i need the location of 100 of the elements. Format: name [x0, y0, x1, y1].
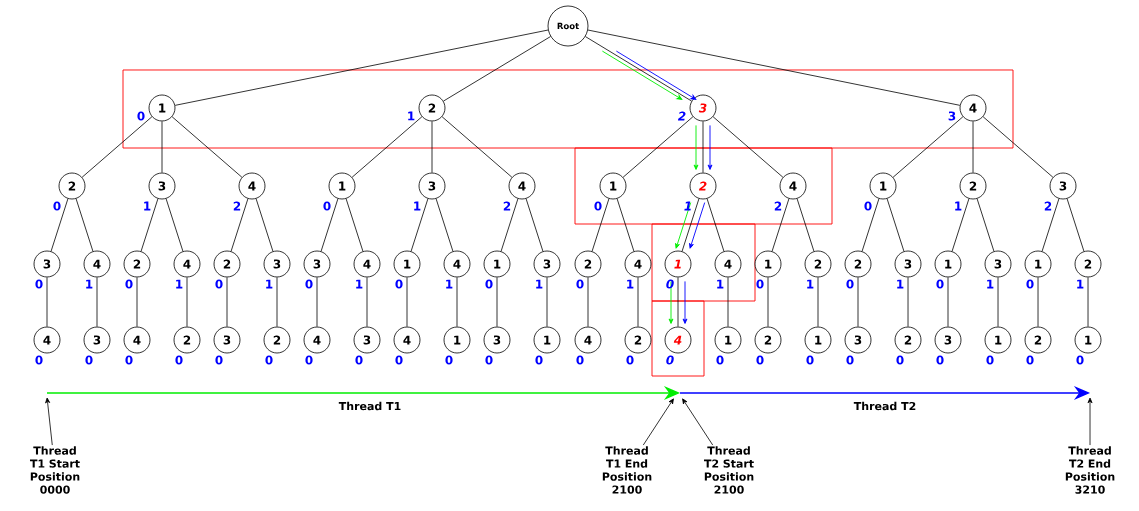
index-label: 0 — [215, 355, 223, 365]
index-label: 1 — [1077, 279, 1084, 289]
tree-node: 2 — [624, 326, 652, 354]
index-label: 0 — [125, 279, 133, 289]
tree-edge — [976, 198, 995, 252]
tree-edge — [320, 198, 339, 252]
tree-node: 4 — [238, 172, 266, 200]
tree-edge — [136, 277, 138, 327]
tree-edge — [226, 277, 228, 327]
tree-edge — [587, 29, 961, 106]
tree-edge — [706, 198, 725, 252]
tree-node: 3 — [533, 250, 561, 278]
tree-node: 1 — [328, 172, 356, 200]
index-label: 0 — [485, 279, 493, 289]
tree-edge — [702, 121, 704, 173]
tree-edge — [46, 277, 48, 327]
index-label: 1 — [176, 279, 183, 289]
index-label: 0 — [445, 355, 453, 365]
tree-node: 4 — [173, 250, 201, 278]
index-label: 1 — [408, 111, 415, 121]
tree-node: 1 — [393, 250, 421, 278]
tree-node: 1 — [148, 94, 176, 122]
index-label: 1 — [414, 201, 421, 211]
index-label: 0 — [1026, 279, 1034, 289]
tree-node: 2 — [263, 326, 291, 354]
index-label: 0 — [846, 279, 854, 289]
tree-node: 1 — [1074, 326, 1102, 354]
tree-edge — [96, 277, 98, 327]
arrow — [689, 202, 706, 249]
index-label: 0 — [395, 355, 403, 365]
index-label: 0 — [215, 279, 223, 289]
tree-edge — [431, 121, 433, 173]
tree-edge — [81, 116, 153, 178]
thread-label: Thread T1 — [338, 401, 401, 411]
tree-edge — [947, 277, 949, 327]
index-label: 0 — [175, 355, 183, 365]
tree-node: 4 — [508, 172, 536, 200]
tree-node: 2 — [959, 172, 987, 200]
tree-edge — [857, 277, 859, 327]
tree-node: 3 — [894, 250, 922, 278]
tree-edge — [50, 198, 69, 252]
index-label: 0 — [85, 355, 93, 365]
tree-node: 4 — [624, 250, 652, 278]
tree-node: 2 — [418, 94, 446, 122]
arrow — [615, 50, 697, 100]
tree-edge — [1041, 198, 1060, 252]
pointer-arrow — [1087, 397, 1093, 446]
index-label: 2 — [677, 111, 686, 121]
tree-node: 4 — [123, 326, 151, 354]
index-label: 0 — [594, 201, 602, 211]
index-label: 2 — [233, 201, 241, 211]
tree-node: 3 — [934, 326, 962, 354]
tree-edge — [351, 116, 423, 178]
tree-edge — [186, 277, 188, 327]
index-label: 0 — [1076, 355, 1084, 365]
tree-edge — [591, 198, 610, 252]
tree-edge — [435, 198, 454, 252]
tree-edge — [140, 198, 159, 252]
tree-node: 2 — [58, 172, 86, 200]
tree-node: 1 — [599, 172, 627, 200]
index-label: 0 — [305, 279, 313, 289]
arrow — [682, 280, 688, 324]
index-label: 1 — [955, 201, 962, 211]
tree-edge — [892, 116, 964, 178]
tree-edge — [861, 198, 880, 252]
index-label: 0 — [395, 279, 403, 289]
arrow — [675, 202, 692, 249]
index-label: 0 — [1026, 355, 1034, 365]
pointer-arrow — [642, 398, 674, 446]
index-label: 0 — [355, 355, 363, 365]
tree-node: 4 — [443, 250, 471, 278]
index-label: 0 — [265, 355, 273, 365]
index-label: 0 — [666, 355, 674, 365]
tree-edge — [174, 29, 549, 106]
tree-edge — [276, 277, 278, 327]
tree-node: 3 — [148, 172, 176, 200]
tree-edge — [1037, 277, 1039, 327]
tree-edge — [366, 277, 368, 327]
index-label: 0 — [323, 201, 331, 211]
index-label: 0 — [716, 355, 724, 365]
tree-edge — [230, 198, 249, 252]
tree-node: 4 — [393, 326, 421, 354]
index-label: 1 — [266, 279, 273, 289]
tree-edge — [972, 121, 974, 173]
tree-edge — [456, 277, 458, 327]
thread-label: Thread T2 — [853, 401, 916, 411]
tree-node: 4 — [664, 326, 692, 354]
index-label: 0 — [576, 279, 584, 289]
tree-node: 2 — [1074, 250, 1102, 278]
tree-node: 1 — [714, 326, 742, 354]
tree-node: 3 — [303, 250, 331, 278]
tree-node: 2 — [844, 250, 872, 278]
tree-node: 1 — [754, 250, 782, 278]
tree-edge — [500, 198, 519, 252]
index-label: 1 — [807, 279, 814, 289]
tree-node: 2 — [173, 326, 201, 354]
tree-edge — [982, 116, 1054, 178]
tree-edge — [75, 198, 94, 252]
index-label: 1 — [446, 279, 453, 289]
index-label: 2 — [503, 201, 511, 211]
